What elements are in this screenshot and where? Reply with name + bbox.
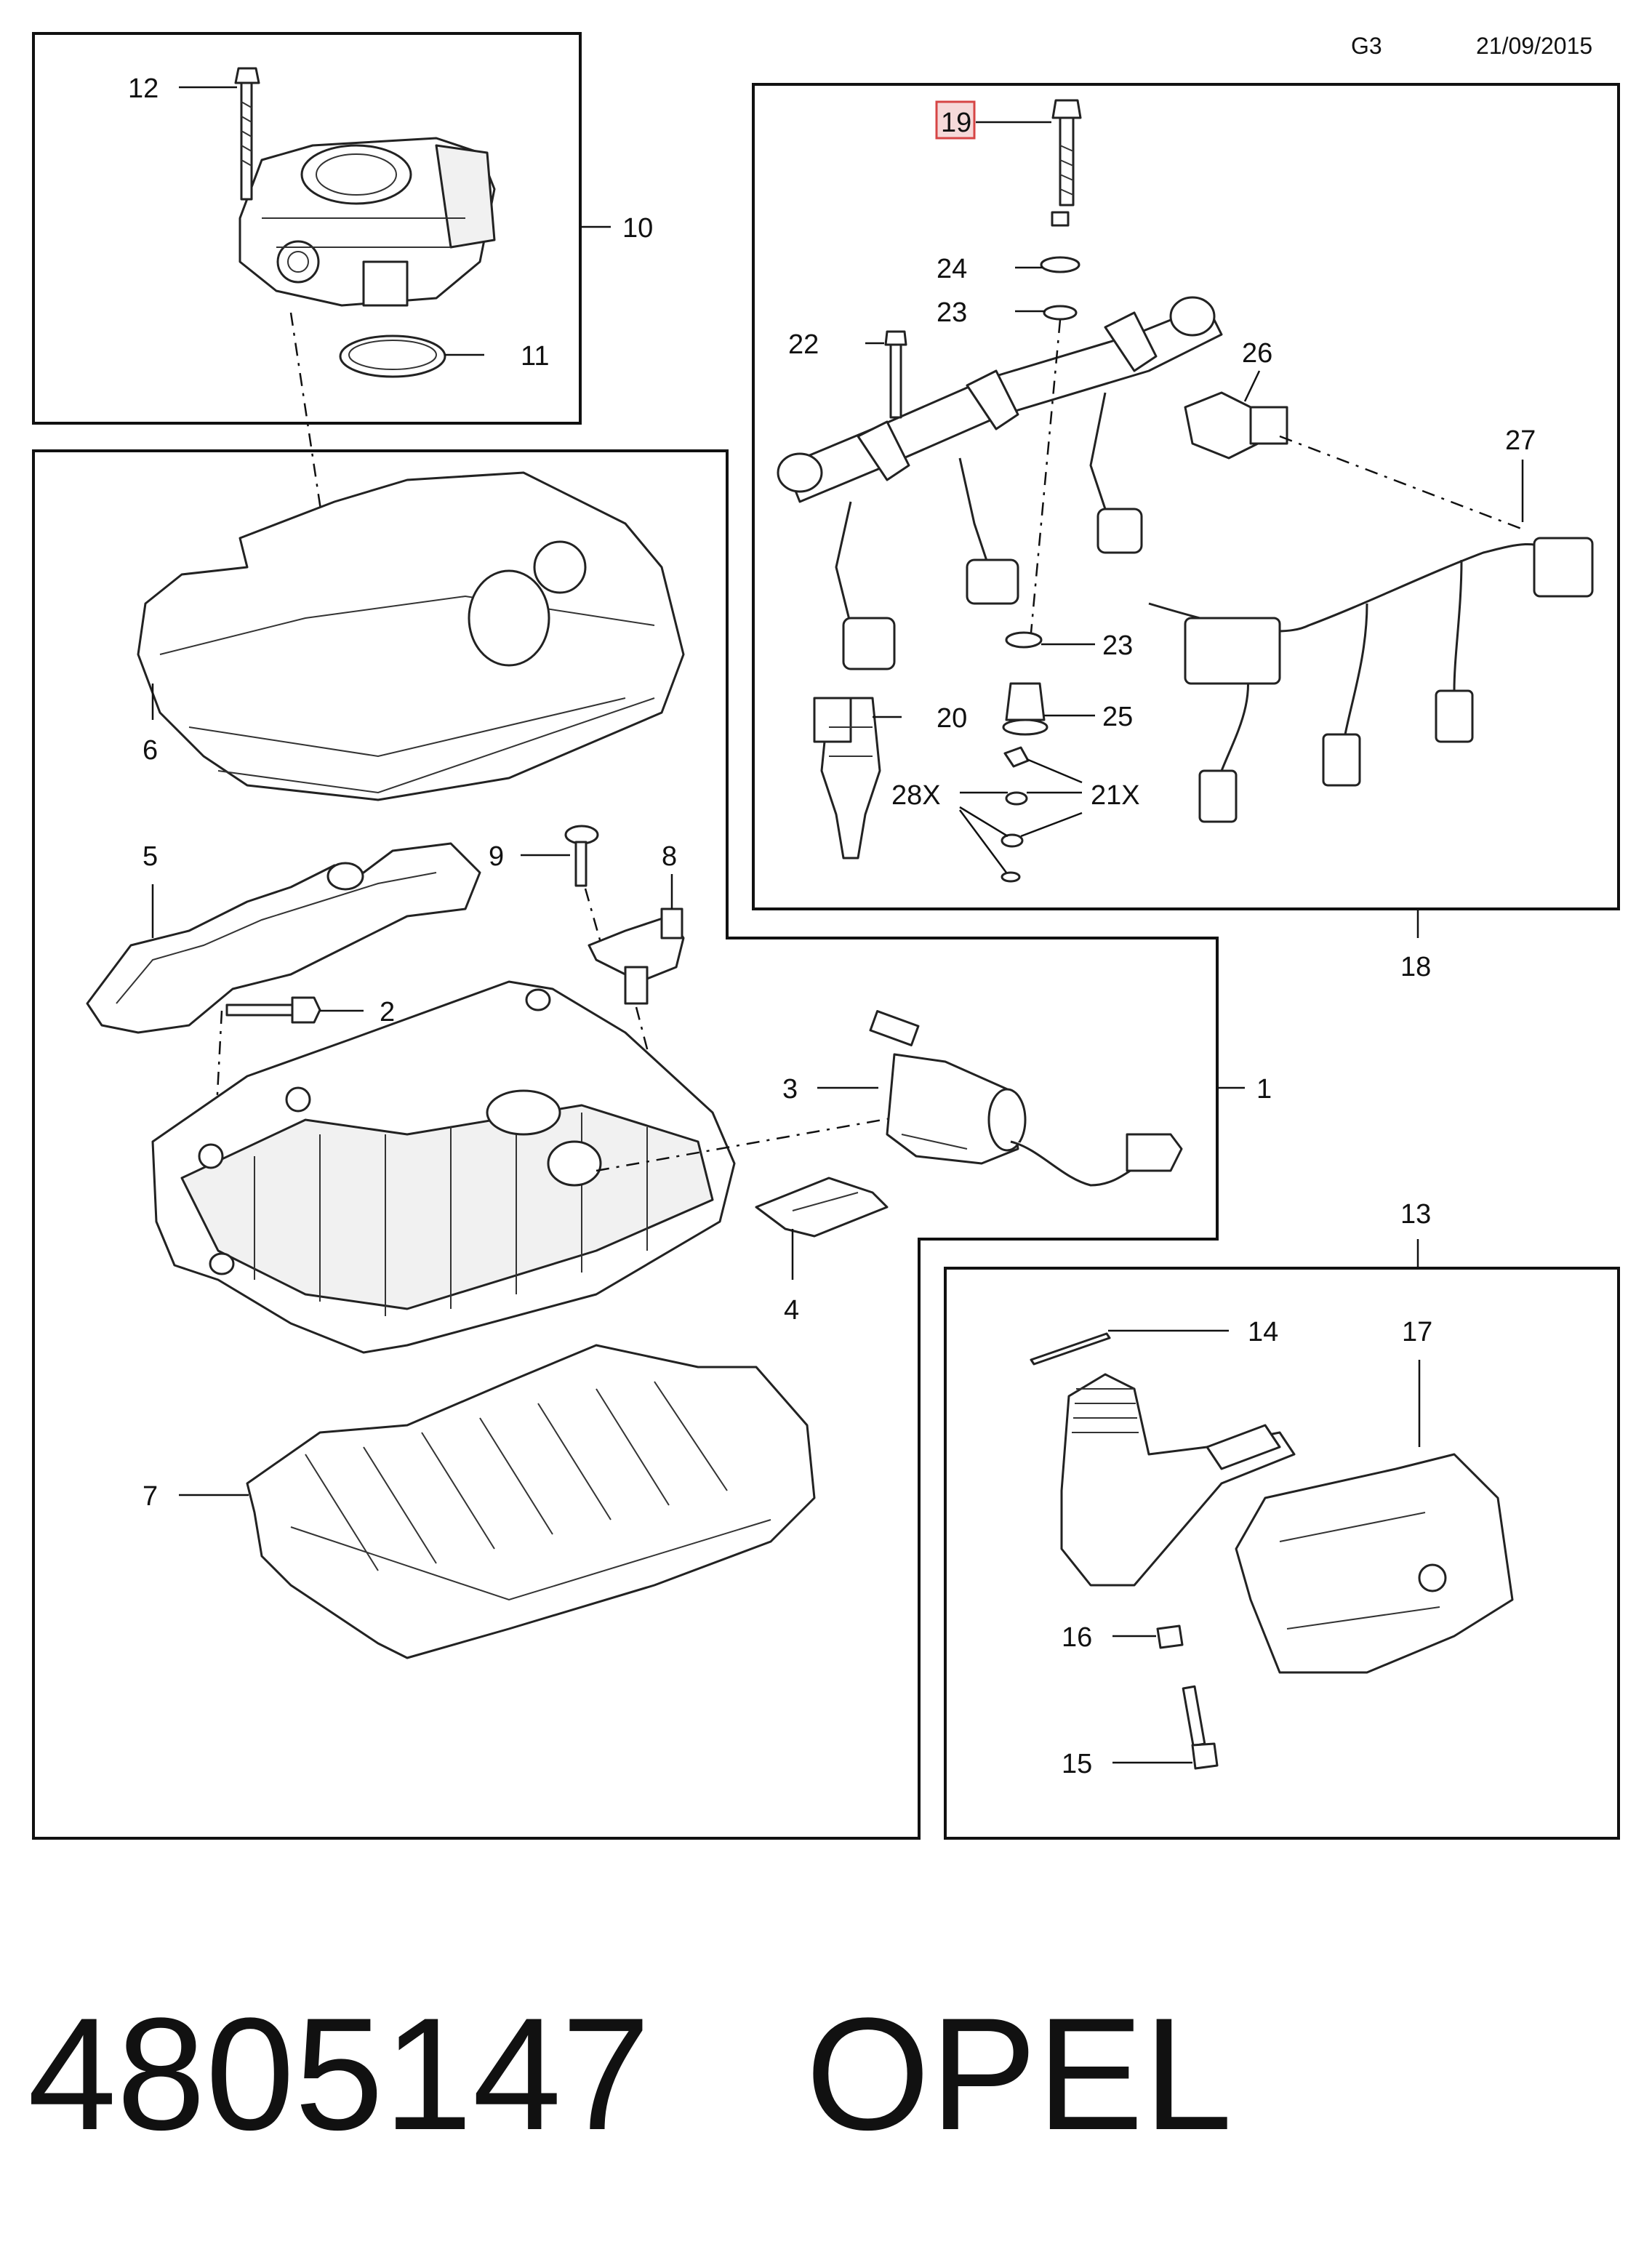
leader-lines bbox=[151, 86, 1524, 1764]
intake-manifold bbox=[151, 980, 736, 1354]
callout-7: 7 bbox=[143, 1481, 158, 1512]
bolt-15 bbox=[1182, 1685, 1219, 1770]
callout-12: 12 bbox=[128, 73, 159, 104]
callout-24: 24 bbox=[937, 254, 967, 284]
callout-6: 6 bbox=[143, 735, 158, 766]
bolt-12 bbox=[234, 67, 260, 201]
bolt-2 bbox=[225, 996, 321, 1024]
washers-23-24 bbox=[1005, 211, 1080, 649]
throttle-to-cover-line bbox=[289, 312, 329, 553]
gasket-ring-11 bbox=[339, 334, 446, 378]
callout-20: 20 bbox=[937, 703, 967, 734]
intake-manifold-group-box bbox=[32, 449, 1219, 1840]
purge-valve-line bbox=[596, 1111, 924, 1172]
screw-9 bbox=[564, 825, 599, 887]
callout-19-highlight bbox=[935, 100, 976, 140]
pump-cover-17 bbox=[1235, 1453, 1514, 1674]
clip-4 bbox=[755, 1177, 889, 1238]
callout-5: 5 bbox=[143, 841, 158, 872]
callout-18: 18 bbox=[1400, 952, 1431, 982]
brand-name: OPEL bbox=[806, 1984, 1232, 2163]
gasket-5 bbox=[86, 842, 481, 1034]
fuel-injector bbox=[813, 697, 881, 859]
fuel-pump bbox=[1060, 1373, 1296, 1587]
callout-26: 26 bbox=[1242, 338, 1272, 369]
purge-valve bbox=[869, 1010, 1183, 1187]
callout-10: 10 bbox=[622, 213, 653, 244]
lower-intake bbox=[246, 1344, 816, 1659]
bolt-19 bbox=[1051, 99, 1082, 207]
callout-9: 9 bbox=[489, 841, 504, 872]
callout-22: 22 bbox=[788, 329, 819, 360]
grommet-25 bbox=[1002, 682, 1048, 736]
bolt-22 bbox=[884, 330, 907, 419]
callout-16: 16 bbox=[1062, 1622, 1092, 1653]
washer-16 bbox=[1156, 1624, 1184, 1649]
callout-1: 1 bbox=[1256, 1074, 1272, 1105]
part-number: 4805147 bbox=[28, 1984, 650, 2163]
callout-17: 17 bbox=[1402, 1317, 1432, 1347]
fuel-pump-group-box bbox=[944, 1267, 1620, 1840]
sensor-8 bbox=[588, 907, 685, 1005]
callout-23-top: 23 bbox=[937, 297, 967, 328]
callout-8: 8 bbox=[662, 841, 677, 872]
callout-28: 28X bbox=[891, 780, 941, 811]
bolt-2-line bbox=[213, 1010, 223, 1150]
engine-cover bbox=[137, 471, 685, 801]
callout-13: 13 bbox=[1400, 1199, 1431, 1230]
callout-2: 2 bbox=[380, 997, 395, 1027]
seals-21-28 bbox=[1001, 746, 1030, 883]
callout-19: 19 bbox=[941, 108, 971, 138]
bolt-19-line bbox=[1030, 319, 1062, 633]
temperature-sensor-26 bbox=[1184, 391, 1288, 460]
header-date: 21/09/2015 bbox=[1476, 33, 1592, 59]
callout-4: 4 bbox=[784, 1295, 799, 1326]
callout-11: 11 bbox=[521, 341, 549, 372]
screw-9-line bbox=[584, 888, 605, 953]
throttle-body-group-box bbox=[32, 32, 582, 425]
gasket-14 bbox=[1030, 1332, 1111, 1366]
fuel-rail-group-box bbox=[752, 83, 1620, 910]
callout-14: 14 bbox=[1248, 1317, 1278, 1347]
callout-23-bottom: 23 bbox=[1102, 630, 1133, 661]
callout-21: 21X bbox=[1091, 780, 1140, 811]
callout-27: 27 bbox=[1505, 425, 1536, 456]
sensor-to-harness-line bbox=[1279, 435, 1528, 532]
throttle-body bbox=[238, 137, 496, 307]
callout-3: 3 bbox=[782, 1074, 798, 1105]
callout-25: 25 bbox=[1102, 702, 1133, 732]
wiring-harness-27 bbox=[1148, 537, 1594, 823]
fuel-rail bbox=[777, 296, 1223, 670]
header-code: G3 bbox=[1351, 33, 1382, 59]
callout-15: 15 bbox=[1062, 1749, 1092, 1779]
